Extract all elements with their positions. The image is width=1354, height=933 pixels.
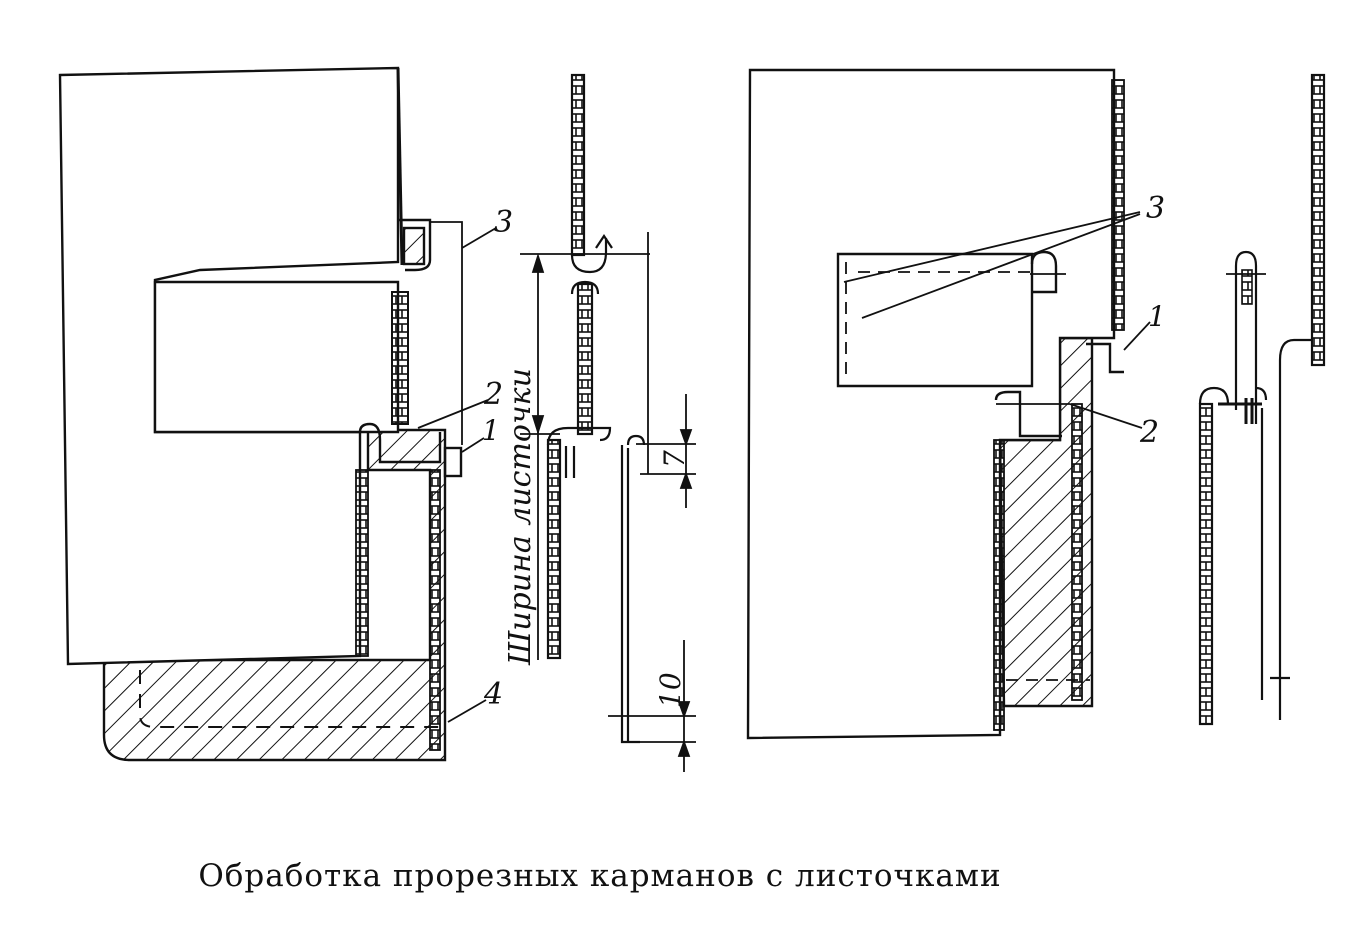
right-section-top-loop (1234, 250, 1258, 424)
right-label-3: 3 (1146, 191, 1165, 226)
left-leader-4 (447, 699, 487, 723)
right-label-1: 1 (1148, 300, 1166, 333)
width-dim-arrow-top (531, 252, 545, 273)
left-label-3: 3 (494, 205, 513, 240)
left-seam-line-3 (430, 221, 463, 445)
right-leader-2 (1069, 403, 1143, 429)
dim-7-arrow-bottom (679, 471, 693, 489)
right-section-tall-layer (1310, 73, 1326, 367)
dim-10-arrow-bottom (677, 739, 691, 757)
left-small-block (443, 446, 463, 478)
right-section-hook (1270, 338, 1312, 720)
dim-7-label: 7 (658, 450, 691, 468)
left-lower-fold (358, 422, 442, 464)
right-section-stitched-core (1241, 269, 1253, 305)
left-assembly (58, 66, 463, 762)
right-section-low-layer (1198, 402, 1214, 726)
right-left-edge-stitch (993, 439, 1005, 731)
left-section-low-tick (564, 446, 576, 478)
width-dimension-label: Ширина листочки (503, 368, 538, 666)
left-section-top-layer (570, 73, 586, 257)
right-leader-1 (1123, 321, 1151, 351)
left-section-bottom-loop (546, 426, 612, 446)
right-small-hook (1086, 342, 1124, 374)
right-top-loop (1030, 250, 1058, 294)
right-cross-section (1198, 73, 1326, 726)
left-label-1: 1 (482, 414, 500, 447)
dim-7-arrow-top (679, 429, 693, 447)
left-pocket-facing (153, 280, 400, 434)
right-section-bottom-loop (1198, 386, 1268, 405)
left-label-2: 2 (483, 377, 503, 412)
left-section-top-tick (595, 234, 613, 249)
right-lower-loop (994, 390, 1062, 438)
left-leader-2 (417, 399, 489, 429)
right-label-2: 2 (1139, 415, 1159, 450)
left-upper-edge (396, 67, 404, 266)
right-right-edge-stitch (1071, 403, 1083, 701)
left-dashed-seam-4 (139, 670, 448, 728)
right-leader-3a (843, 211, 1141, 283)
left-cross-section (546, 73, 646, 744)
dim-10 (608, 640, 696, 772)
left-section-mid-layer (576, 282, 594, 436)
left-leader-3 (461, 227, 497, 249)
dim-10-arrow-top (677, 701, 691, 719)
left-leader-1 (461, 437, 485, 453)
left-top-fold (398, 218, 432, 272)
left-top-block (402, 226, 426, 266)
right-leader-3b (861, 213, 1141, 319)
left-facing-stitch (391, 291, 409, 425)
left-welt-side-stitch (429, 469, 441, 751)
figure-caption: Обработка прорезных карманов с листочкам… (198, 858, 1002, 894)
left-callouts (417, 227, 497, 723)
right-section-dark-stitch (1218, 398, 1262, 424)
width-dimension (520, 252, 650, 660)
dim-7 (636, 232, 696, 508)
left-welt-stitch (355, 469, 369, 657)
right-pocket-facing (836, 252, 1034, 388)
left-section-right-ply (620, 434, 646, 744)
left-section-mid-loop (570, 280, 600, 295)
right-assembly (746, 68, 1125, 740)
left-section-top-loop (570, 238, 608, 274)
right-callouts (843, 211, 1151, 429)
left-label-4: 4 (483, 677, 503, 712)
dim-10-label: 10 (654, 672, 687, 708)
left-section-low-layer (546, 438, 562, 660)
right-upper-stitch (1111, 79, 1125, 331)
width-dim-arrow-bottom (531, 415, 545, 436)
